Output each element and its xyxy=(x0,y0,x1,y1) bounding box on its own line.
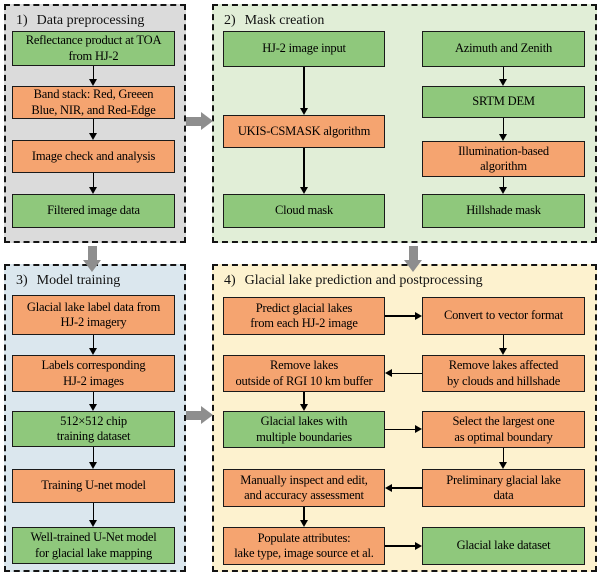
flow-arrow-down-head xyxy=(499,462,507,469)
flow-node-manual-inspect: Manually inspect and edit, and accuracy … xyxy=(223,469,385,507)
flow-arrow-down-head xyxy=(499,134,507,141)
flow-arrow-down-line xyxy=(92,447,95,463)
flow-arrow-down-line xyxy=(303,148,305,188)
flow-node-well-trained-unet: Well-trained U-Net model for glacial lak… xyxy=(12,527,175,564)
flow-node-ukis-csmask: UKIS-CSMASK algorithm xyxy=(223,115,385,148)
flow-arrow-left-line xyxy=(391,487,422,489)
flow-node-remove-rgi-buffer: Remove lakes outside of RGI 10 km buffer xyxy=(223,355,385,392)
flow-arrow-right-line xyxy=(385,315,416,317)
flow-arrow-down-line xyxy=(92,335,95,349)
flow-node-training-unet: Training U-net model xyxy=(12,469,175,503)
panel-title-text: Glacial lake prediction and postprocessi… xyxy=(244,273,483,288)
flow-arrow-down-head xyxy=(89,462,97,469)
flow-node-predict-lakes: Predict glacial lakes from each HJ-2 ima… xyxy=(223,297,385,335)
panel-number: 4) xyxy=(224,273,236,288)
flow-node-preliminary-data: Preliminary glacial lake data xyxy=(422,469,585,507)
flow-arrow-down-head xyxy=(299,108,308,115)
flow-node-azimuth-zenith: Azimuth and Zenith xyxy=(422,31,585,67)
flow-arrow-down-head xyxy=(299,404,308,411)
flow-node-filtered-image: Filtered image data xyxy=(12,194,175,228)
flow-node-hj2-image-input: HJ-2 image input xyxy=(223,31,385,67)
flow-node-illumination-algorithm: Illumination-based algorithm xyxy=(422,141,585,177)
flow-arrow-down-line xyxy=(303,507,305,521)
flow-node-chip-dataset: 512×512 chip training dataset xyxy=(12,411,175,447)
flow-node-hillshade-mask: Hillshade mask xyxy=(422,194,585,228)
flow-node-image-check: Image check and analysis xyxy=(12,140,175,173)
flow-arrow-down-head xyxy=(499,348,507,355)
panel-number: 2) xyxy=(224,13,236,28)
flow-arrow-down-line xyxy=(303,392,305,405)
flow-arrow-left-line xyxy=(391,372,422,375)
panel-connector-right-arrow xyxy=(186,117,201,126)
flow-node-convert-vector: Convert to vector format xyxy=(422,297,585,335)
flow-arrow-down-line xyxy=(502,177,505,188)
flow-arrow-down-line xyxy=(502,335,505,349)
flow-arrow-down-head xyxy=(89,348,97,355)
flow-node-multiple-boundaries: Glacial lakes with multiple boundaries xyxy=(223,411,385,448)
flow-arrow-down-line xyxy=(502,67,505,80)
panel-connector-down-head xyxy=(403,260,422,272)
flow-arrow-right-head xyxy=(415,311,422,320)
panel-title: 2) Mask creation xyxy=(224,13,324,29)
flow-arrow-down-line xyxy=(92,503,95,521)
flow-arrow-down-line xyxy=(502,118,505,135)
flow-arrow-down-line xyxy=(92,173,95,188)
flow-arrow-down-head xyxy=(89,187,97,194)
flow-arrow-right-head xyxy=(415,425,422,433)
flow-arrow-left-head xyxy=(385,369,392,377)
panel-number: 1) xyxy=(16,13,28,28)
flow-node-select-largest: Select the largest one as optimal bounda… xyxy=(422,411,585,448)
flow-arrow-down-line xyxy=(92,66,95,80)
flow-arrow-down-line xyxy=(502,448,505,463)
flow-arrow-down-head xyxy=(89,520,97,527)
flow-node-populate-attributes: Populate attributes: lake type, image so… xyxy=(223,527,385,565)
flow-arrow-down-head xyxy=(299,187,308,194)
flow-node-remove-affected: Remove lakes affected by clouds and hill… xyxy=(422,355,585,392)
panel-connector-right-head xyxy=(201,112,213,130)
panel-title-text: Data preprocessing xyxy=(36,13,145,28)
panel-connector-right-arrow xyxy=(186,411,201,420)
flow-arrow-down-head xyxy=(89,133,97,140)
panel-connector-right-head xyxy=(201,406,213,424)
panel-title: 4) Glacial lake prediction and postproces… xyxy=(224,273,483,289)
flow-arrow-right-line xyxy=(385,545,416,547)
flow-arrow-down-line xyxy=(92,392,95,405)
flow-arrow-down-line xyxy=(303,67,305,109)
panel-number: 3) xyxy=(16,273,28,288)
flow-node-label-data: Glacial lake label data from HJ-2 imager… xyxy=(12,295,175,335)
flow-arrow-left-head xyxy=(385,483,392,492)
flow-arrow-down-head xyxy=(89,79,97,86)
panel-title-text: Model training xyxy=(36,273,121,288)
flow-arrow-down-head xyxy=(499,187,507,194)
flow-node-cloud-mask: Cloud mask xyxy=(223,194,385,228)
flow-arrow-right-head xyxy=(415,541,422,550)
flow-arrow-right-line xyxy=(385,428,416,431)
panel-connector-down-arrow xyxy=(408,246,418,260)
flow-arrow-down-head xyxy=(89,404,97,411)
panel-connector-down-head xyxy=(82,260,101,272)
flow-arrow-down-head xyxy=(299,520,308,527)
flow-node-srtm-dem: SRTM DEM xyxy=(422,86,585,118)
flow-node-lake-dataset: Glacial lake dataset xyxy=(422,527,585,565)
flow-node-labels-corresponding: Labels corresponding HJ-2 images xyxy=(12,355,175,392)
flow-node-band-stack: Band stack: Red, Greeen Blue, NIR, and R… xyxy=(12,86,175,119)
flow-node-reflectance-toa: Reflectance product at TOA from HJ-2 xyxy=(12,31,175,66)
panel-title-text: Mask creation xyxy=(244,13,325,28)
flow-arrow-down-line xyxy=(92,119,95,134)
panel-title: 3) Model training xyxy=(16,273,120,289)
flow-arrow-down-head xyxy=(499,79,507,86)
panel-title: 1) Data preprocessing xyxy=(16,13,144,29)
panel-connector-down-arrow xyxy=(87,246,97,260)
